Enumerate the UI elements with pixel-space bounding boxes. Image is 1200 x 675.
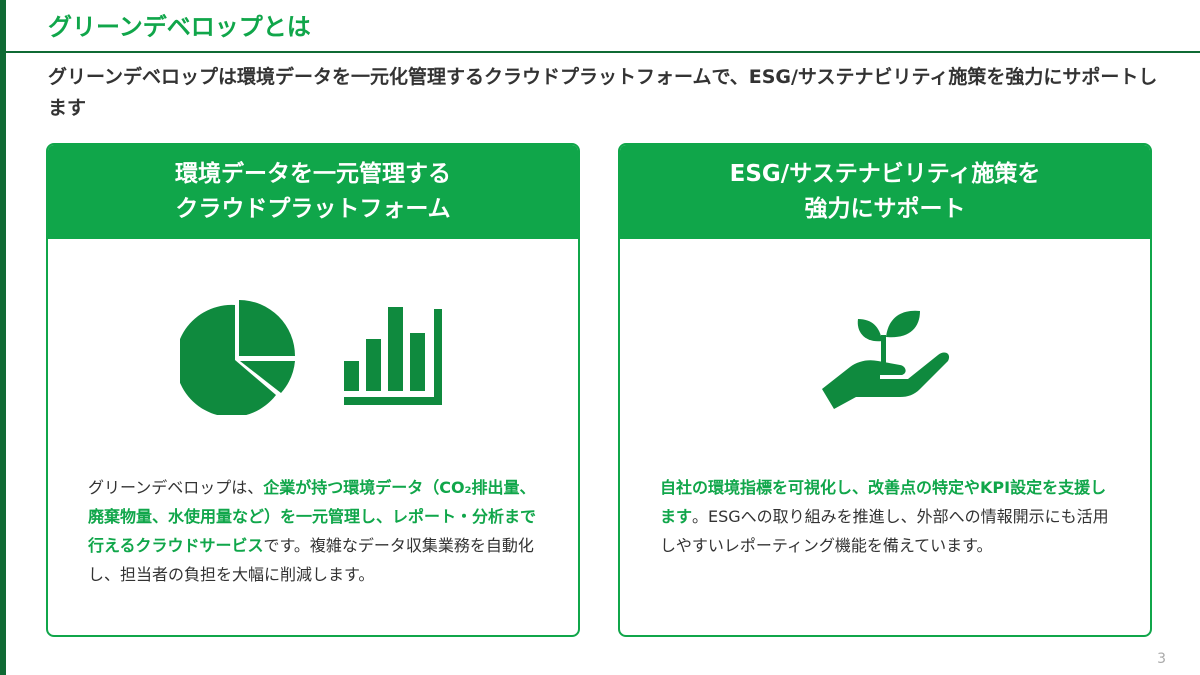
sprout-in-hand-icon <box>816 305 956 419</box>
card-header: 環境データを一元管理する クラウドプラットフォーム <box>48 145 578 239</box>
lead-text: グリーンデベロップは環境データを一元化管理するクラウドプラットフォームで、ESG… <box>48 66 1158 119</box>
card-esg-support: ESG/サステナビリティ施策を 強力にサポート 自社の環境指標を可視化し、改善点… <box>618 143 1152 637</box>
body-highlight: 自社の環境指標を可視化し、改善点の特定やKPI設定を支援します <box>660 478 1107 526</box>
card-body-text: グリーンデベロップは、企業が持つ環境データ（CO₂排出量、廃棄物量、水使用量など… <box>88 473 548 589</box>
card-header: ESG/サステナビリティ施策を 強力にサポート <box>620 145 1150 239</box>
card-body-text: 自社の環境指標を可視化し、改善点の特定やKPI設定を支援します。ESGへの取り組… <box>660 473 1120 560</box>
card-cloud-platform: 環境データを一元管理する クラウドプラットフォーム グリーンデベロップは、企業が… <box>46 143 580 637</box>
card-heading: ESG/サステナビリティ施策を 強力にサポート <box>729 161 1041 222</box>
body-highlight: 企業が持つ環境データ（CO₂排出量、廃棄物量、水使用量など）を一元管理し、レポー… <box>88 478 537 555</box>
body-text-segment: グリーンデベロップは、 <box>88 478 264 497</box>
pie-chart-icon <box>175 297 298 419</box>
title-divider <box>6 51 1200 53</box>
left-accent-bar <box>0 0 6 675</box>
card-heading: 環境データを一元管理する クラウドプラットフォーム <box>175 161 451 222</box>
body-text-segment: 。ESGへの取り組みを推進し、外部への情報開示にも活用しやすいレポーティング機能… <box>660 507 1109 555</box>
bar-chart-icon <box>340 303 446 413</box>
body-text-segment: です。複雑なデータ収集業務を自動化し、担当者の負担を大幅に削減します。 <box>88 536 534 584</box>
slide-title: グリーンデベロップとは <box>48 13 311 41</box>
page-number: 3 <box>1157 651 1166 667</box>
